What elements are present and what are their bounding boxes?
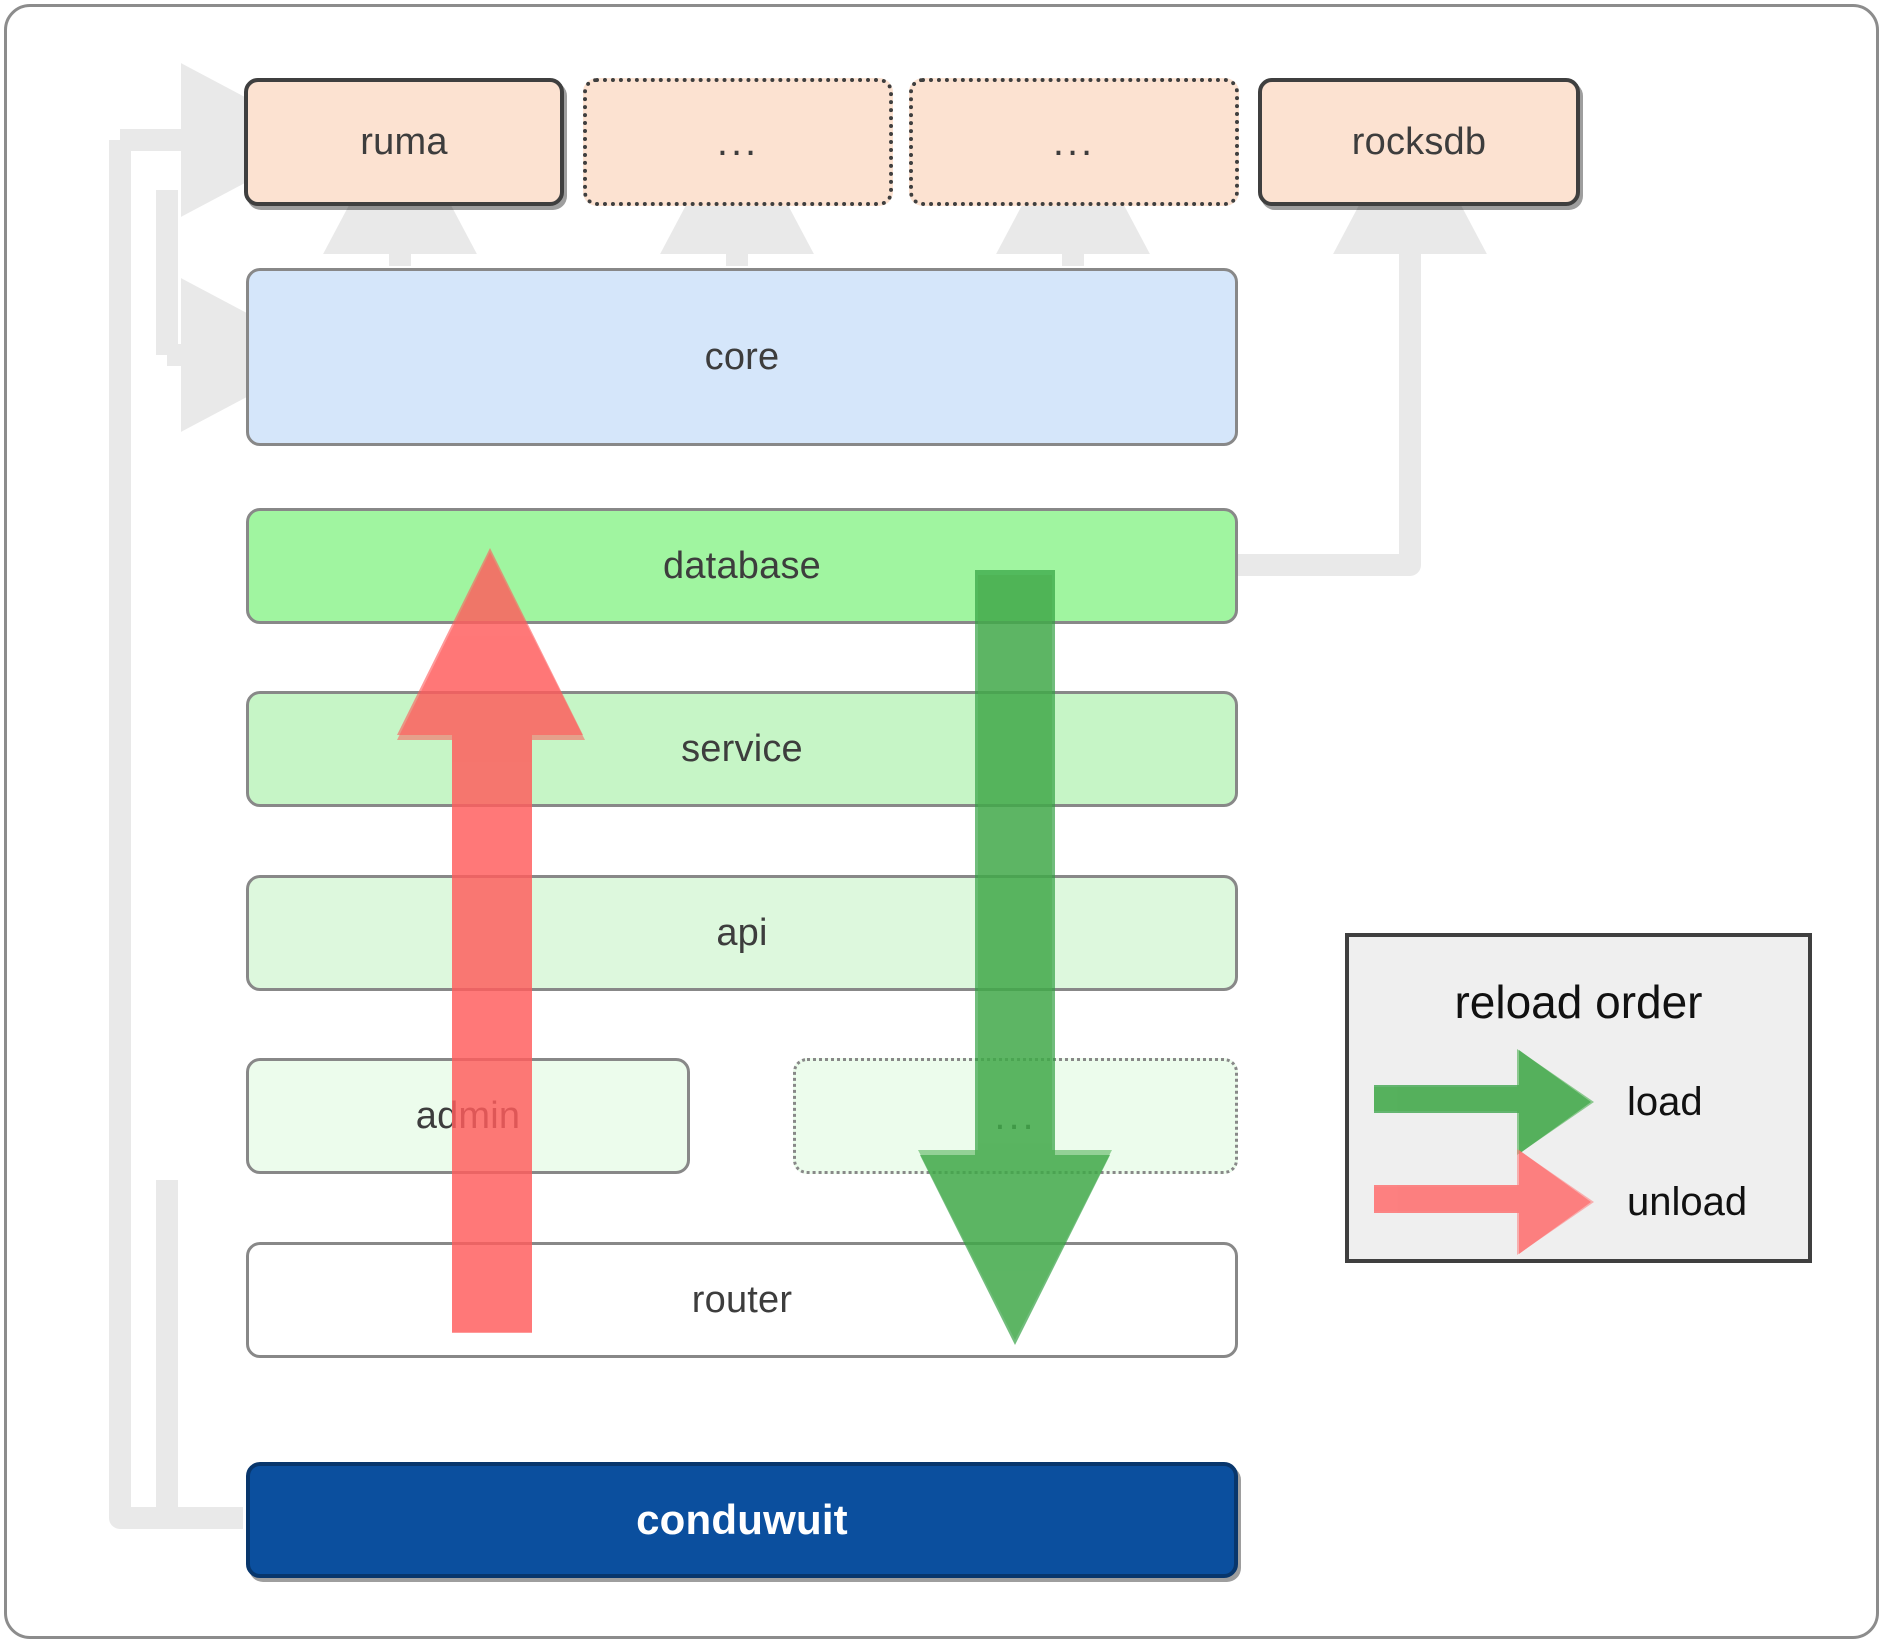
legend-arrow-swatches bbox=[1374, 1049, 1594, 1255]
node-external-2[interactable]: ... bbox=[909, 78, 1239, 206]
legend-load-label: load bbox=[1627, 1080, 1703, 1124]
node-database[interactable]: database bbox=[246, 508, 1238, 624]
node-admin-label: admin bbox=[415, 1094, 521, 1137]
node-external-2-label: ... bbox=[1052, 120, 1096, 164]
legend-unload-swatch-light bbox=[1374, 1149, 1594, 1255]
node-conduwuit[interactable]: conduwuit bbox=[246, 1462, 1238, 1578]
node-ruma[interactable]: ruma bbox=[244, 78, 564, 206]
node-core-label: core bbox=[704, 335, 780, 378]
node-conduwuit-label: conduwuit bbox=[636, 1496, 848, 1543]
node-service[interactable]: service bbox=[246, 691, 1238, 807]
diagram-frame bbox=[4, 4, 1879, 1639]
node-service-label: service bbox=[681, 727, 803, 770]
node-database-label: database bbox=[663, 544, 821, 587]
node-router-label: router bbox=[691, 1278, 793, 1321]
node-ruma-label: ruma bbox=[360, 120, 448, 163]
node-core[interactable]: core bbox=[246, 268, 1238, 446]
node-api-label: api bbox=[716, 911, 768, 954]
node-rocksdb[interactable]: rocksdb bbox=[1258, 78, 1580, 206]
node-external-1-label: ... bbox=[716, 120, 760, 164]
node-external-1[interactable]: ... bbox=[583, 78, 893, 206]
legend-reload-order: reload order load unload bbox=[1345, 933, 1812, 1263]
node-leaf-etc-label: ... bbox=[994, 1094, 1037, 1138]
node-rocksdb-label: rocksdb bbox=[1351, 120, 1487, 163]
node-api[interactable]: api bbox=[246, 875, 1238, 991]
legend-unload-label: unload bbox=[1627, 1180, 1748, 1224]
node-admin[interactable]: admin bbox=[246, 1058, 690, 1174]
legend-load-swatch-light bbox=[1374, 1049, 1594, 1155]
node-router[interactable]: router bbox=[246, 1242, 1238, 1358]
node-leaf-etc[interactable]: ... bbox=[793, 1058, 1238, 1174]
legend-title: reload order bbox=[1454, 976, 1703, 1028]
